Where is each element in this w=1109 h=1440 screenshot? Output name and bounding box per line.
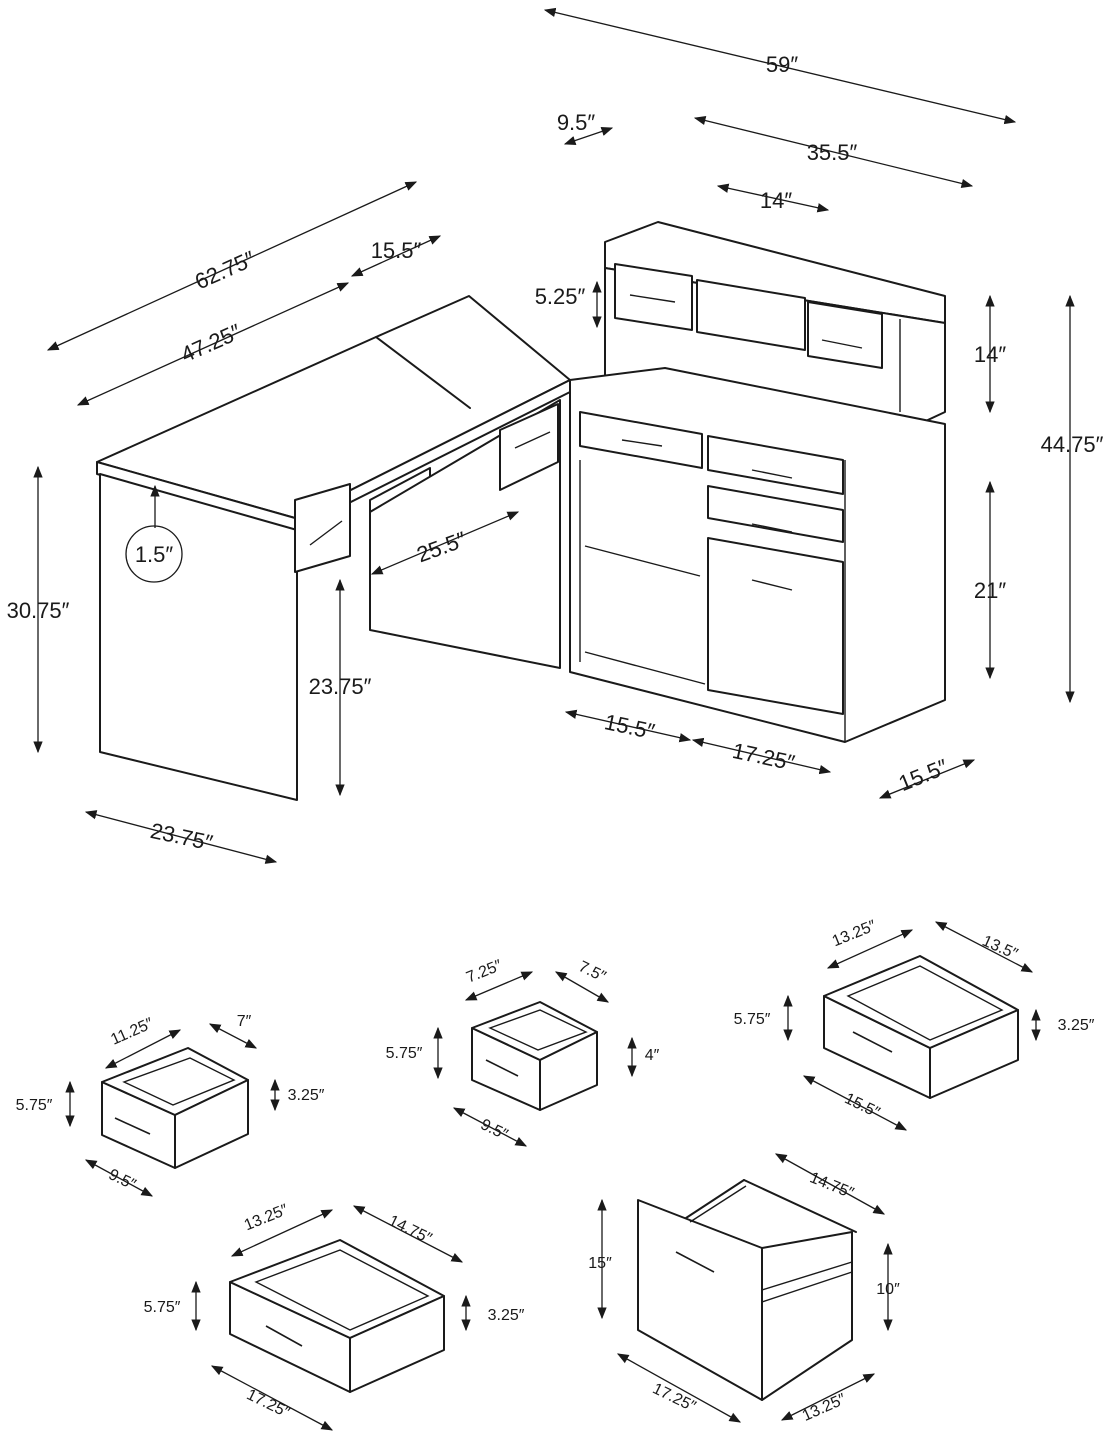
label-30-75: 30.75″ <box>7 598 70 623</box>
drawer-small <box>65 1023 280 1197</box>
label-9-5-mini: 9.5″ <box>478 1116 511 1144</box>
label-59: 59″ <box>766 52 798 77</box>
label-5-75-large: 5.75″ <box>144 1299 181 1316</box>
label-47-25: 47.25″ <box>177 319 245 367</box>
label-1-5: 1.5″ <box>135 542 174 567</box>
label-10: 10″ <box>876 1281 900 1298</box>
corner-desk-drawing <box>96 221 946 801</box>
label-15-5-medium: 15.5″ <box>842 1090 883 1122</box>
label-14-hutch-height: 14″ <box>974 342 1006 367</box>
drawer-medium <box>783 921 1041 1131</box>
drawer-mini <box>433 971 637 1147</box>
label-7-25: 7.25″ <box>464 957 505 987</box>
label-5-75-mini: 5.75″ <box>386 1045 423 1062</box>
label-23-75-depth: 23.75″ <box>148 818 215 856</box>
label-35-5: 35.5″ <box>807 140 858 165</box>
label-44-75: 44.75″ <box>1041 432 1104 457</box>
label-23-75-height: 23.75″ <box>309 674 372 699</box>
label-5-75-medium: 5.75″ <box>734 1011 771 1028</box>
label-14-75-large: 14.75″ <box>386 1212 435 1247</box>
label-21: 21″ <box>974 578 1006 603</box>
label-5-25: 5.25″ <box>535 284 586 309</box>
label-3-25-medium: 3.25″ <box>1058 1017 1095 1034</box>
label-9-5-hutch: 9.5″ <box>557 110 596 135</box>
label-13-25-large: 13.25″ <box>242 1201 291 1234</box>
label-7-5: 7.5″ <box>576 958 609 986</box>
label-5-75-small: 5.75″ <box>16 1097 53 1114</box>
label-62-75: 62.75″ <box>191 246 259 294</box>
label-15-5-return: 15.5″ <box>371 238 422 263</box>
desk-dimension-lines <box>33 7 1075 864</box>
label-13-25-file: 13.25″ <box>800 1391 849 1425</box>
label-17-25-cabinet: 17.25″ <box>730 738 797 776</box>
label-17-25-large: 17.25″ <box>244 1386 293 1421</box>
label-9-5-small: 9.5″ <box>106 1166 139 1194</box>
label-4: 4″ <box>645 1047 660 1064</box>
label-15-5-depth: 15.5″ <box>895 754 951 796</box>
label-15: 15″ <box>588 1255 612 1272</box>
label-14-75-file: 14.75″ <box>807 1169 856 1202</box>
label-14-shelf: 14″ <box>760 188 792 213</box>
drawer-large <box>191 1205 471 1431</box>
label-3-25-small: 3.25″ <box>288 1087 325 1104</box>
label-13-25-medium: 13.25″ <box>830 917 879 950</box>
drawer-file <box>597 1153 893 1423</box>
label-13-5: 13.5″ <box>980 933 1021 964</box>
label-11-25: 11.25″ <box>108 1015 156 1049</box>
label-7: 7″ <box>237 1013 252 1030</box>
label-15-5-open: 15.5″ <box>602 709 657 744</box>
label-3-25-large: 3.25″ <box>488 1307 525 1324</box>
